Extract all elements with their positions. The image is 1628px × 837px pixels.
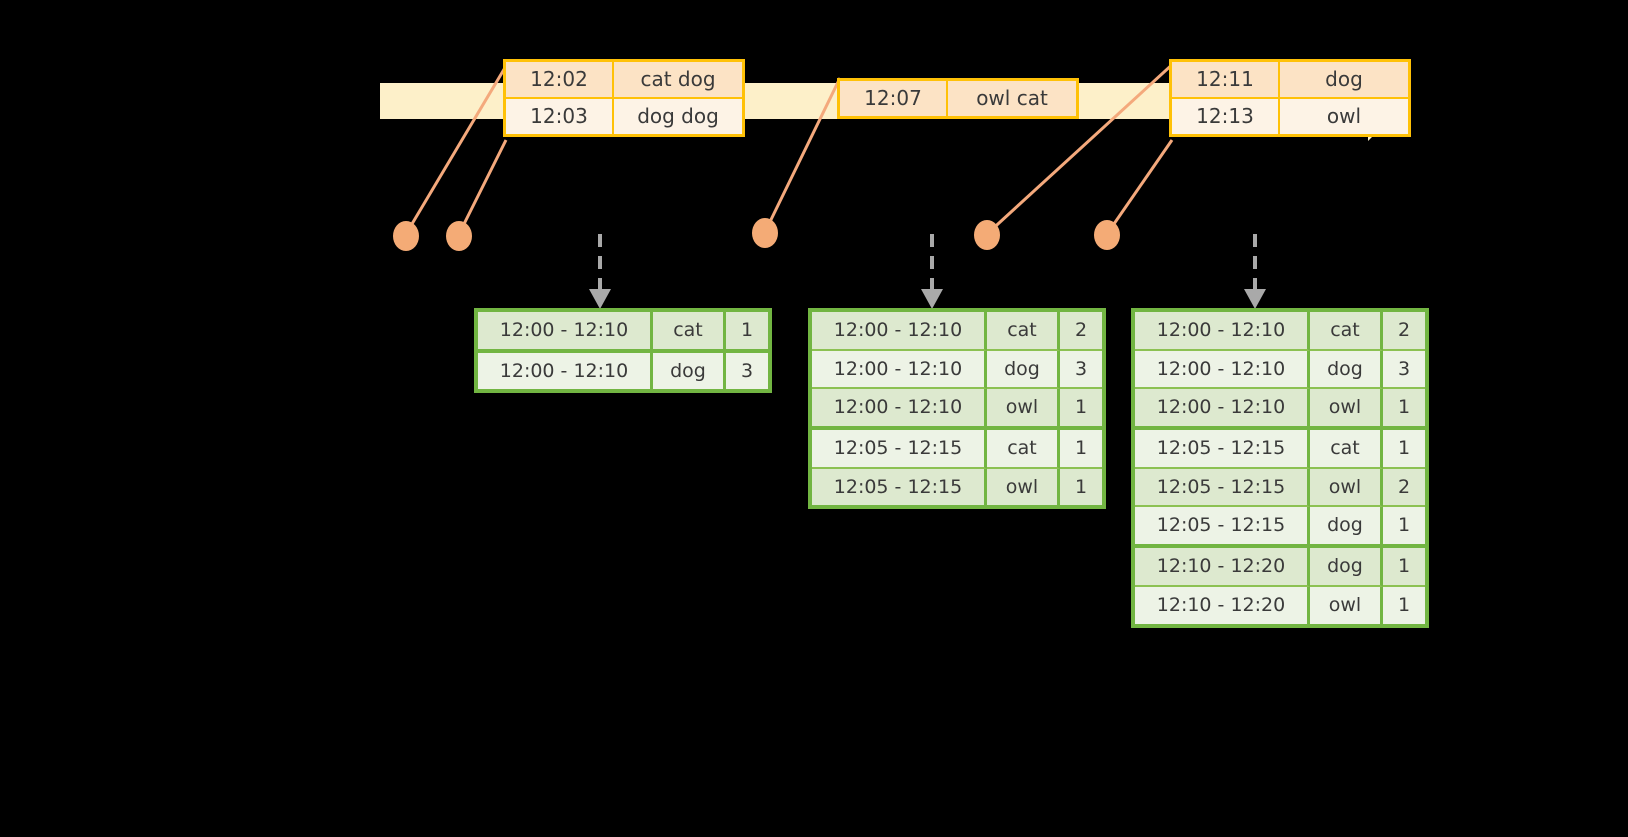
word-cell: cat <box>987 312 1060 351</box>
window-cell: 12:00 - 12:10 <box>1135 350 1310 390</box>
event-words: dog dog <box>614 99 742 134</box>
result-table-1[interactable]: 12:00 - 12:10 cat 1 12:00 - 12:10 dog 3 <box>474 308 772 394</box>
result-arrow-2 <box>921 234 943 309</box>
table-row[interactable]: 12:05 - 12:15 owl 2 <box>1135 468 1425 508</box>
table-row[interactable]: 12:00 - 12:10 dog 3 <box>478 352 768 390</box>
event-words: cat dog <box>614 62 742 99</box>
word-cell: dog <box>1310 548 1383 587</box>
word-cell: cat <box>987 430 1060 469</box>
event-row: 12:11 dog <box>1172 62 1408 99</box>
result-table-1-body: 12:00 - 12:10 cat 1 12:00 - 12:10 dog 3 <box>478 312 768 390</box>
window-cell: 12:00 - 12:10 <box>478 352 653 390</box>
table-row[interactable]: 12:10 - 12:20 owl 1 <box>1135 586 1425 624</box>
window-cell: 12:10 - 12:20 <box>1135 548 1310 587</box>
window-cell: 12:05 - 12:15 <box>812 468 987 506</box>
word-cell: owl <box>987 468 1060 506</box>
word-cell: owl <box>1310 468 1383 508</box>
table-row[interactable]: 12:00 - 12:10 cat 2 <box>1135 312 1425 351</box>
table-row[interactable]: 12:00 - 12:10 cat 1 <box>478 312 768 353</box>
count-cell: 1 <box>1383 430 1425 469</box>
count-cell: 2 <box>1383 468 1425 508</box>
count-cell: 1 <box>1383 389 1425 431</box>
count-cell: 1 <box>726 312 768 353</box>
count-cell: 1 <box>1383 548 1425 587</box>
table-row[interactable]: 12:00 - 12:10 dog 3 <box>1135 350 1425 390</box>
count-cell: 3 <box>1060 350 1102 390</box>
event-time: 12:03 <box>506 99 614 134</box>
word-cell: cat <box>1310 312 1383 351</box>
word-cell: owl <box>1310 389 1383 431</box>
word-cell: cat <box>1310 430 1383 469</box>
count-cell: 1 <box>1383 507 1425 549</box>
table-row[interactable]: 12:00 - 12:10 owl 1 <box>1135 389 1425 431</box>
count-cell: 2 <box>1060 312 1102 351</box>
count-cell: 1 <box>1060 430 1102 469</box>
table-row[interactable]: 12:05 - 12:15 owl 1 <box>812 468 1102 506</box>
event-dot-4 <box>974 220 1000 250</box>
event-dot-5 <box>1094 220 1120 250</box>
event-words: dog <box>1280 62 1408 99</box>
window-cell: 12:05 - 12:15 <box>1135 468 1310 508</box>
result-arrow-1 <box>589 234 611 309</box>
event-words: owl <box>1280 99 1408 134</box>
event-time: 12:11 <box>1172 62 1280 99</box>
table-row[interactable]: 12:05 - 12:15 cat 1 <box>1135 430 1425 469</box>
word-cell: owl <box>1310 586 1383 624</box>
result-table-3[interactable]: 12:00 - 12:10 cat 2 12:00 - 12:10 dog 3 … <box>1131 308 1429 628</box>
window-cell: 12:05 - 12:15 <box>1135 507 1310 549</box>
event-time: 12:13 <box>1172 99 1280 134</box>
window-cell: 12:00 - 12:10 <box>812 350 987 390</box>
window-cell: 12:05 - 12:15 <box>812 430 987 469</box>
count-cell: 1 <box>1060 389 1102 431</box>
table-row[interactable]: 12:05 - 12:15 dog 1 <box>1135 507 1425 549</box>
window-cell: 12:00 - 12:10 <box>812 389 987 431</box>
event-group-3[interactable]: 12:11 dog 12:13 owl <box>1169 59 1411 137</box>
event-row: 12:03 dog dog <box>506 99 742 134</box>
event-time: 12:07 <box>840 81 948 116</box>
event-group-2[interactable]: 12:07 owl cat <box>837 78 1079 119</box>
count-cell: 1 <box>1383 586 1425 624</box>
word-cell: dog <box>1310 350 1383 390</box>
word-cell: dog <box>1310 507 1383 549</box>
result-arrow-3 <box>1244 234 1266 309</box>
window-cell: 12:00 - 12:10 <box>478 312 653 353</box>
result-table-2[interactable]: 12:00 - 12:10 cat 2 12:00 - 12:10 dog 3 … <box>808 308 1106 510</box>
table-row[interactable]: 12:00 - 12:10 dog 3 <box>812 350 1102 390</box>
word-cell: dog <box>987 350 1060 390</box>
result-table-2-body: 12:00 - 12:10 cat 2 12:00 - 12:10 dog 3 … <box>812 312 1102 506</box>
table-row[interactable]: 12:00 - 12:10 owl 1 <box>812 389 1102 431</box>
window-cell: 12:00 - 12:10 <box>812 312 987 351</box>
word-cell: owl <box>987 389 1060 431</box>
window-cell: 12:00 - 12:10 <box>1135 312 1310 351</box>
event-row: 12:02 cat dog <box>506 62 742 99</box>
event-dot-3 <box>752 218 778 248</box>
table-row[interactable]: 12:00 - 12:10 cat 2 <box>812 312 1102 351</box>
count-cell: 3 <box>726 352 768 390</box>
event-words: owl cat <box>948 81 1076 116</box>
window-cell: 12:05 - 12:15 <box>1135 430 1310 469</box>
count-cell: 2 <box>1383 312 1425 351</box>
word-cell: dog <box>653 352 726 390</box>
event-dots <box>393 218 1120 251</box>
table-row[interactable]: 12:10 - 12:20 dog 1 <box>1135 548 1425 587</box>
count-cell: 1 <box>1060 468 1102 506</box>
window-cell: 12:00 - 12:10 <box>1135 389 1310 431</box>
event-dot-1 <box>393 221 419 251</box>
event-time: 12:02 <box>506 62 614 99</box>
event-row: 12:07 owl cat <box>840 81 1076 116</box>
word-cell: cat <box>653 312 726 353</box>
count-cell: 3 <box>1383 350 1425 390</box>
event-dot-2 <box>446 221 472 251</box>
table-row[interactable]: 12:05 - 12:15 cat 1 <box>812 430 1102 469</box>
result-arrows <box>589 234 1266 309</box>
event-row: 12:13 owl <box>1172 99 1408 134</box>
window-cell: 12:10 - 12:20 <box>1135 586 1310 624</box>
event-group-1[interactable]: 12:02 cat dog 12:03 dog dog <box>503 59 745 137</box>
result-table-3-body: 12:00 - 12:10 cat 2 12:00 - 12:10 dog 3 … <box>1135 312 1425 624</box>
